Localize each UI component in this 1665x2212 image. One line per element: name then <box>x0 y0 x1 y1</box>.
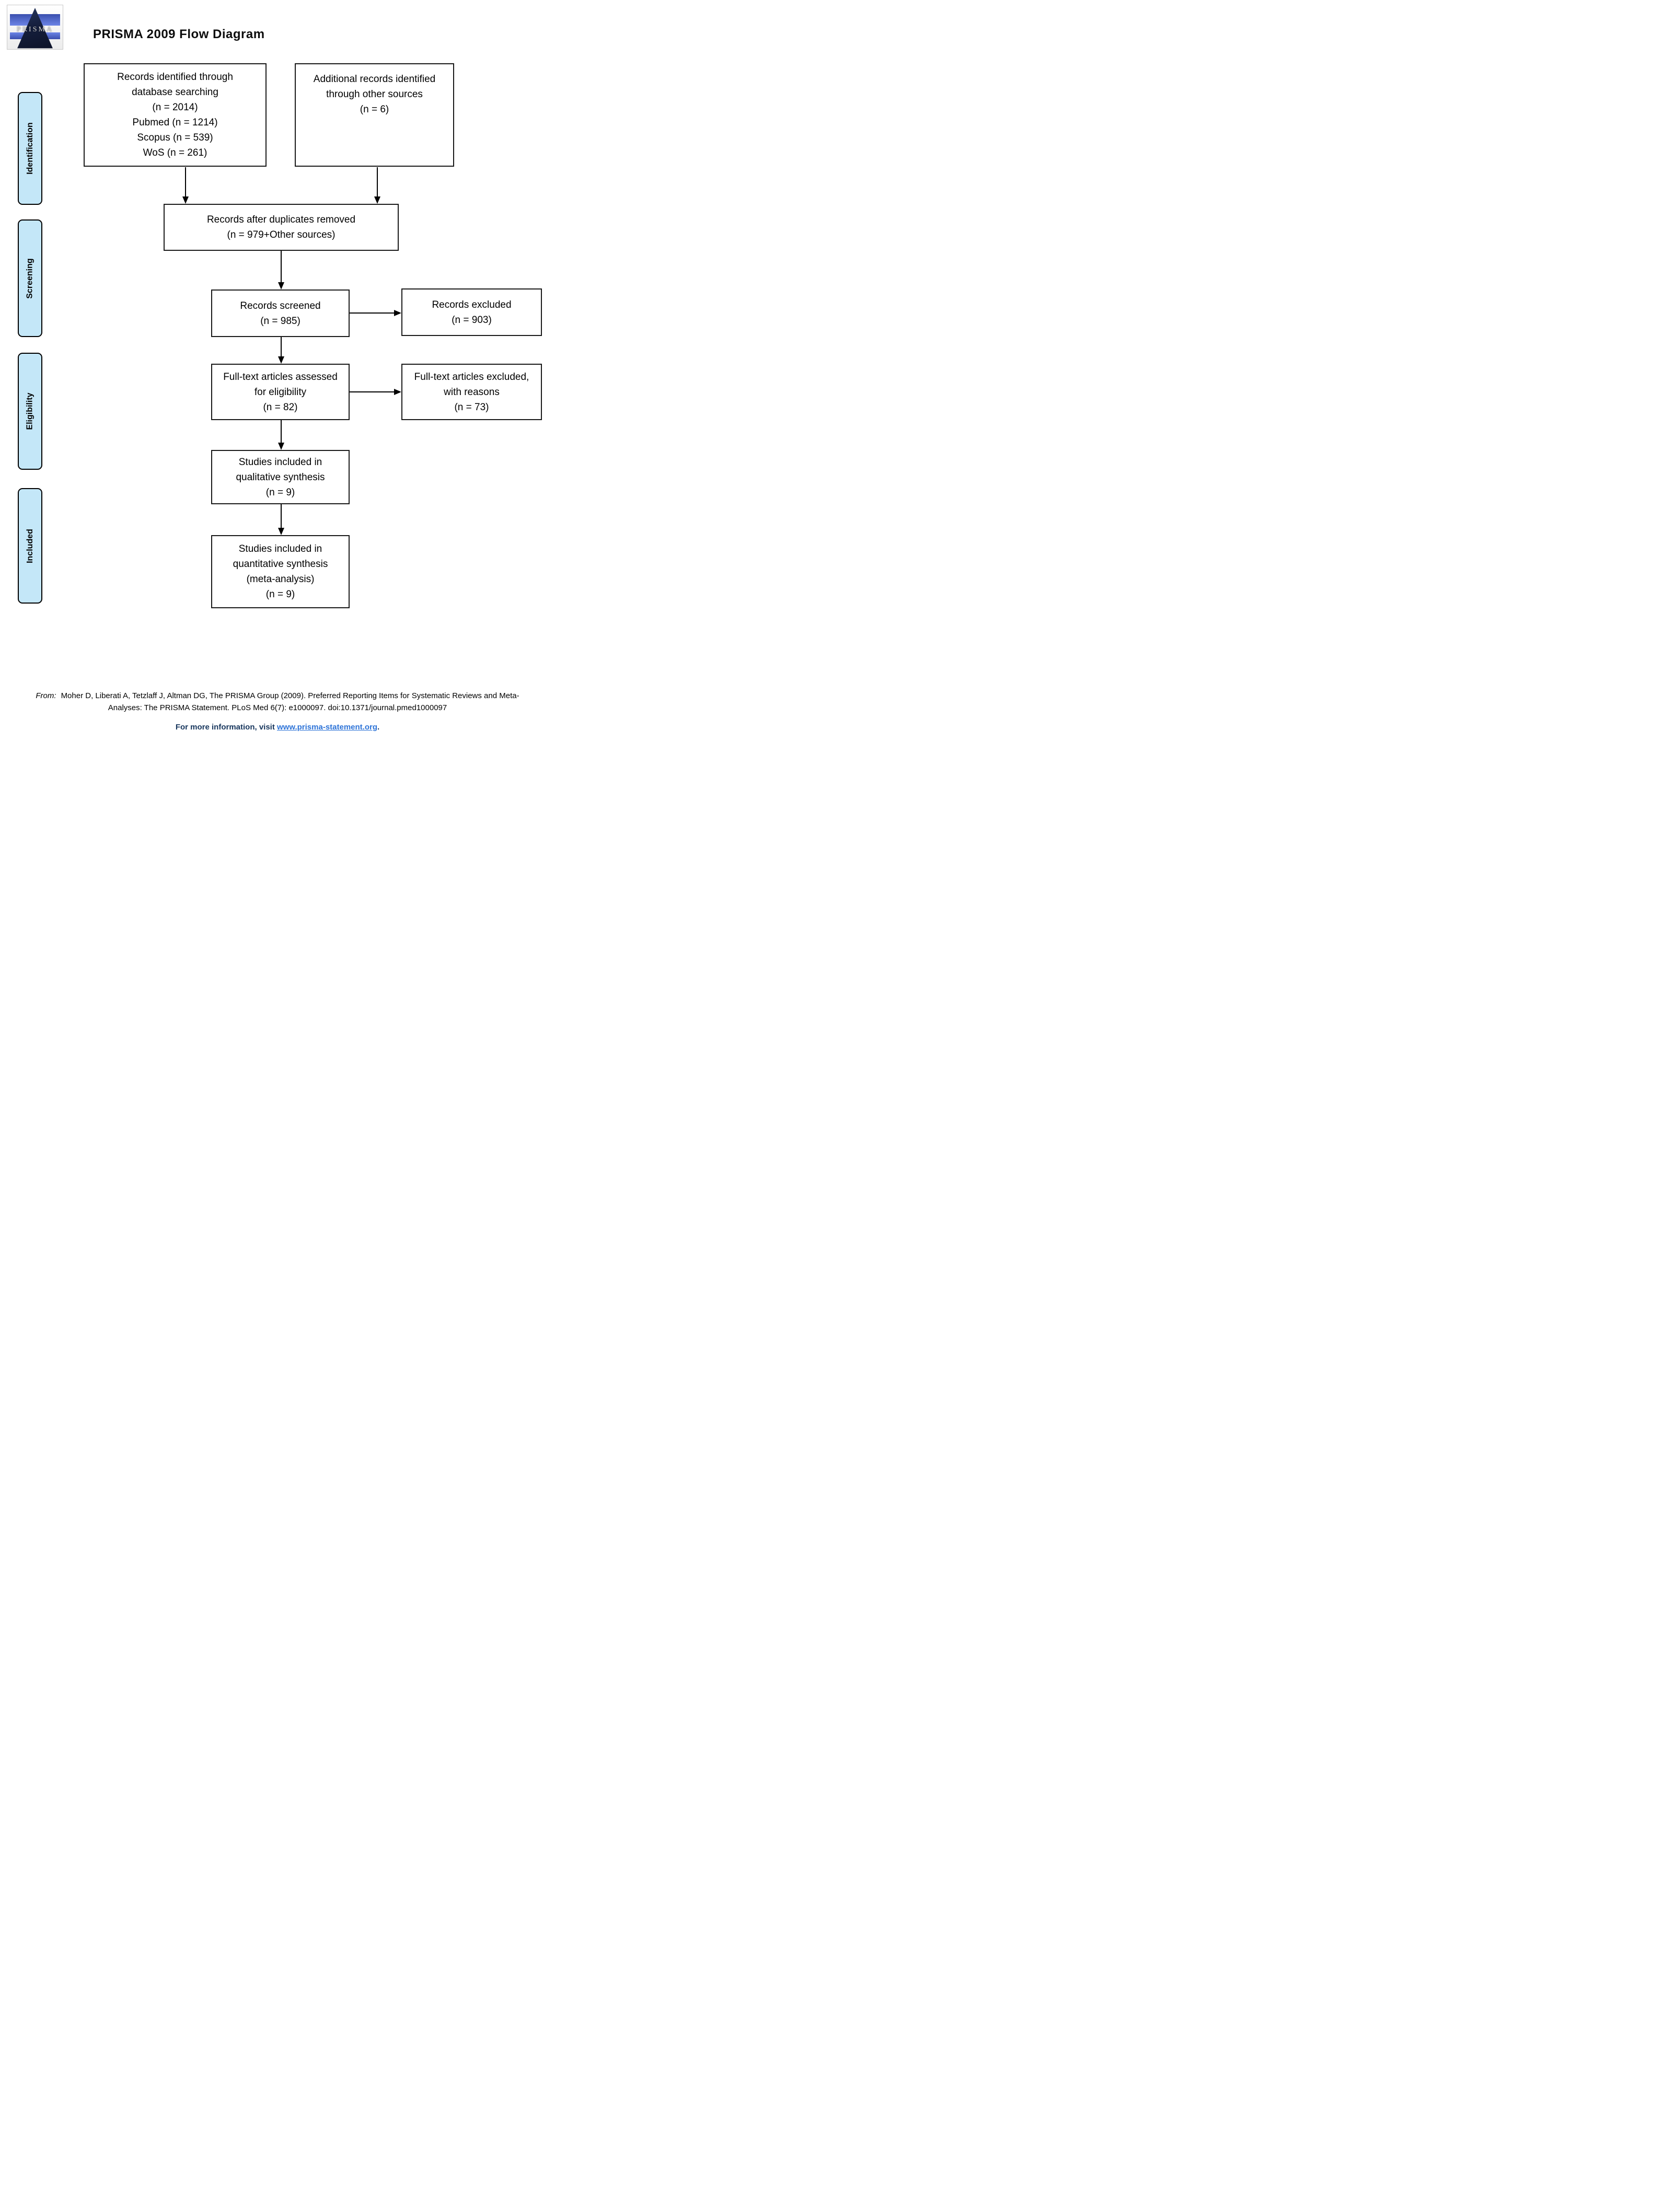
arrow-othersources-to-duplicates <box>377 167 378 197</box>
citation-line-1: From: Moher D, Liberati A, Tetzlaff J, Al… <box>0 691 555 700</box>
citation-text-2: Analyses: The PRISMA Statement. PLoS Med… <box>108 703 447 712</box>
box-line: Full-text articles excluded, <box>414 371 529 383</box>
box-line: (n = 903) <box>452 314 492 326</box>
arrowhead-right-icon <box>394 389 401 395</box>
arrowhead-down-icon <box>278 443 284 450</box>
box-line: (n = 6) <box>360 104 389 115</box>
box-line: quantitative synthesis <box>233 559 328 570</box>
stage-label-eligibility: Eligibility <box>18 353 42 470</box>
arrow-fulltext-to-excluded <box>350 391 395 392</box>
arrow-screened-to-excluded <box>350 312 395 314</box>
box-line: Studies included in <box>238 543 322 554</box>
citation-text-1: Moher D, Liberati A, Tetzlaff J, Altman … <box>61 691 519 700</box>
arrow-qualitative-to-quantitative <box>281 504 282 528</box>
box-line: (n = 985) <box>260 315 300 327</box>
arrowhead-down-icon <box>182 196 189 204</box>
flow-box-duplicates-removed: Records after duplicates removed (n = 97… <box>164 204 399 251</box>
box-line: Additional records identified <box>313 74 436 85</box>
flow-box-additional-records: Additional records identified through ot… <box>295 63 454 167</box>
stage-label-included: Included <box>18 488 42 604</box>
flow-box-fulltext-excluded: Full-text articles excluded, with reason… <box>401 364 542 420</box>
stage-label-text: Screening <box>25 258 34 299</box>
box-line: Full-text articles assessed <box>223 371 338 383</box>
box-line: WoS (n = 261) <box>143 147 207 158</box>
box-line: Records excluded <box>432 299 512 310</box>
box-line: database searching <box>132 87 218 98</box>
flow-box-quantitative-synthesis: Studies included in quantitative synthes… <box>211 535 350 608</box>
box-line: Records identified through <box>117 72 233 83</box>
more-info-prefix: For more information, visit <box>175 723 278 732</box>
stage-label-screening: Screening <box>18 219 42 337</box>
citation-line-2: Analyses: The PRISMA Statement. PLoS Med… <box>0 703 555 712</box>
flow-box-fulltext-assessed: Full-text articles assessed for eligibil… <box>211 364 350 420</box>
flow-box-qualitative-synthesis: Studies included in qualitative synthesi… <box>211 450 350 504</box>
arrowhead-down-icon <box>278 282 284 289</box>
box-line: Studies included in <box>238 456 322 468</box>
box-line: (n = 73) <box>454 401 489 413</box>
page-title: PRISMA 2009 Flow Diagram <box>93 27 265 41</box>
box-line: (n = 82) <box>263 401 298 413</box>
arrow-fulltext-to-qualitative <box>281 420 282 443</box>
flow-box-records-excluded: Records excluded (n = 903) <box>401 288 542 336</box>
logo-wordmark: PRISMA <box>16 25 54 33</box>
stage-label-identification: Identification <box>18 92 42 205</box>
stage-label-text: Included <box>25 528 34 563</box>
box-line: qualitative synthesis <box>236 471 325 483</box>
arrowhead-down-icon <box>374 196 380 204</box>
arrowhead-down-icon <box>278 528 284 535</box>
arrow-duplicates-to-screened <box>281 251 282 283</box>
box-line: (n = 979+Other sources) <box>227 229 336 240</box>
box-line: for eligibility <box>254 386 307 398</box>
citation-from-label: From: <box>36 691 56 700</box>
arrowhead-down-icon <box>278 356 284 364</box>
arrow-screened-to-fulltext <box>281 337 282 357</box>
box-line: Records after duplicates removed <box>206 214 356 225</box>
box-line: (n = 2014) <box>152 102 198 113</box>
box-line: Scopus (n = 539) <box>137 132 213 143</box>
more-info-line: For more information, visit www.prisma-s… <box>0 723 555 732</box>
box-line: through other sources <box>326 89 423 100</box>
arrowhead-right-icon <box>394 310 401 316</box>
box-line: (meta-analysis) <box>246 574 315 585</box>
prisma-logo: PRISMA <box>7 5 63 50</box>
arrow-dbsearch-to-duplicates <box>185 167 186 197</box>
flow-box-records-screened: Records screened (n = 985) <box>211 289 350 337</box>
more-info-suffix: . <box>377 723 380 732</box>
stage-label-text: Identification <box>25 122 34 175</box>
prisma-statement-link[interactable]: www.prisma-statement.org <box>277 723 377 732</box>
flow-box-records-identified: Records identified through database sear… <box>84 63 267 167</box>
box-line: (n = 9) <box>265 589 295 600</box>
stage-label-text: Eligibility <box>25 392 34 430</box>
box-line: Records screened <box>240 300 321 311</box>
box-line: with reasons <box>444 386 500 398</box>
box-line: (n = 9) <box>265 487 295 498</box>
box-line: Pubmed (n = 1214) <box>132 117 218 128</box>
prisma-flow-diagram-page: PRISMA PRISMA 2009 Flow Diagram Identifi… <box>0 0 555 737</box>
